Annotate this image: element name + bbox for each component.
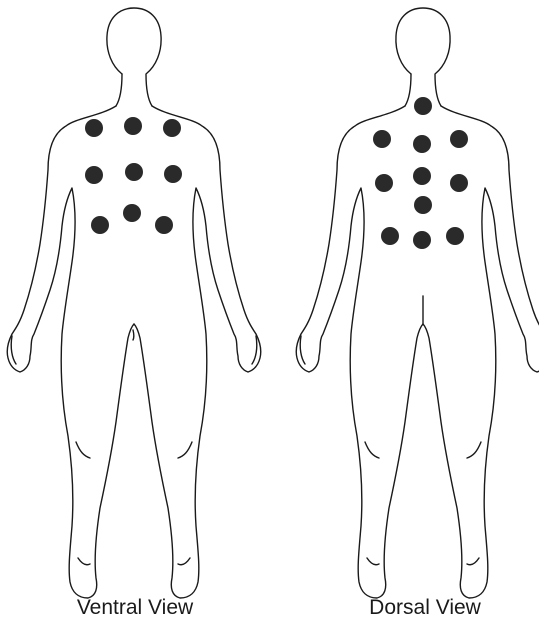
ventral-dots [85, 117, 182, 234]
dorsal-figure [296, 8, 539, 598]
dorsal-view-caption: Dorsal View [315, 596, 535, 620]
ventral-dot [123, 204, 141, 222]
ventral-dot [125, 163, 143, 181]
ventral-dot [91, 216, 109, 234]
ventral-figure [7, 8, 261, 598]
ventral-view-caption: Ventral View [25, 596, 245, 620]
ventral-dot [124, 117, 142, 135]
dorsal-dot [375, 174, 393, 192]
ventral-dot [163, 119, 181, 137]
ventral-dot [155, 216, 173, 234]
ventral-dot [85, 166, 103, 184]
dorsal-dot [450, 174, 468, 192]
dorsal-dot [373, 130, 391, 148]
dorsal-dot [413, 167, 431, 185]
dorsal-dot [414, 97, 432, 115]
ventral-dot [85, 119, 103, 137]
dorsal-dot [450, 130, 468, 148]
dorsal-dot [446, 227, 464, 245]
dorsal-dot [413, 135, 431, 153]
dorsal-dot [413, 231, 431, 249]
dorsal-dots [373, 97, 468, 249]
ventral-dot [164, 165, 182, 183]
dorsal-dot [414, 196, 432, 214]
dorsal-dot [381, 227, 399, 245]
